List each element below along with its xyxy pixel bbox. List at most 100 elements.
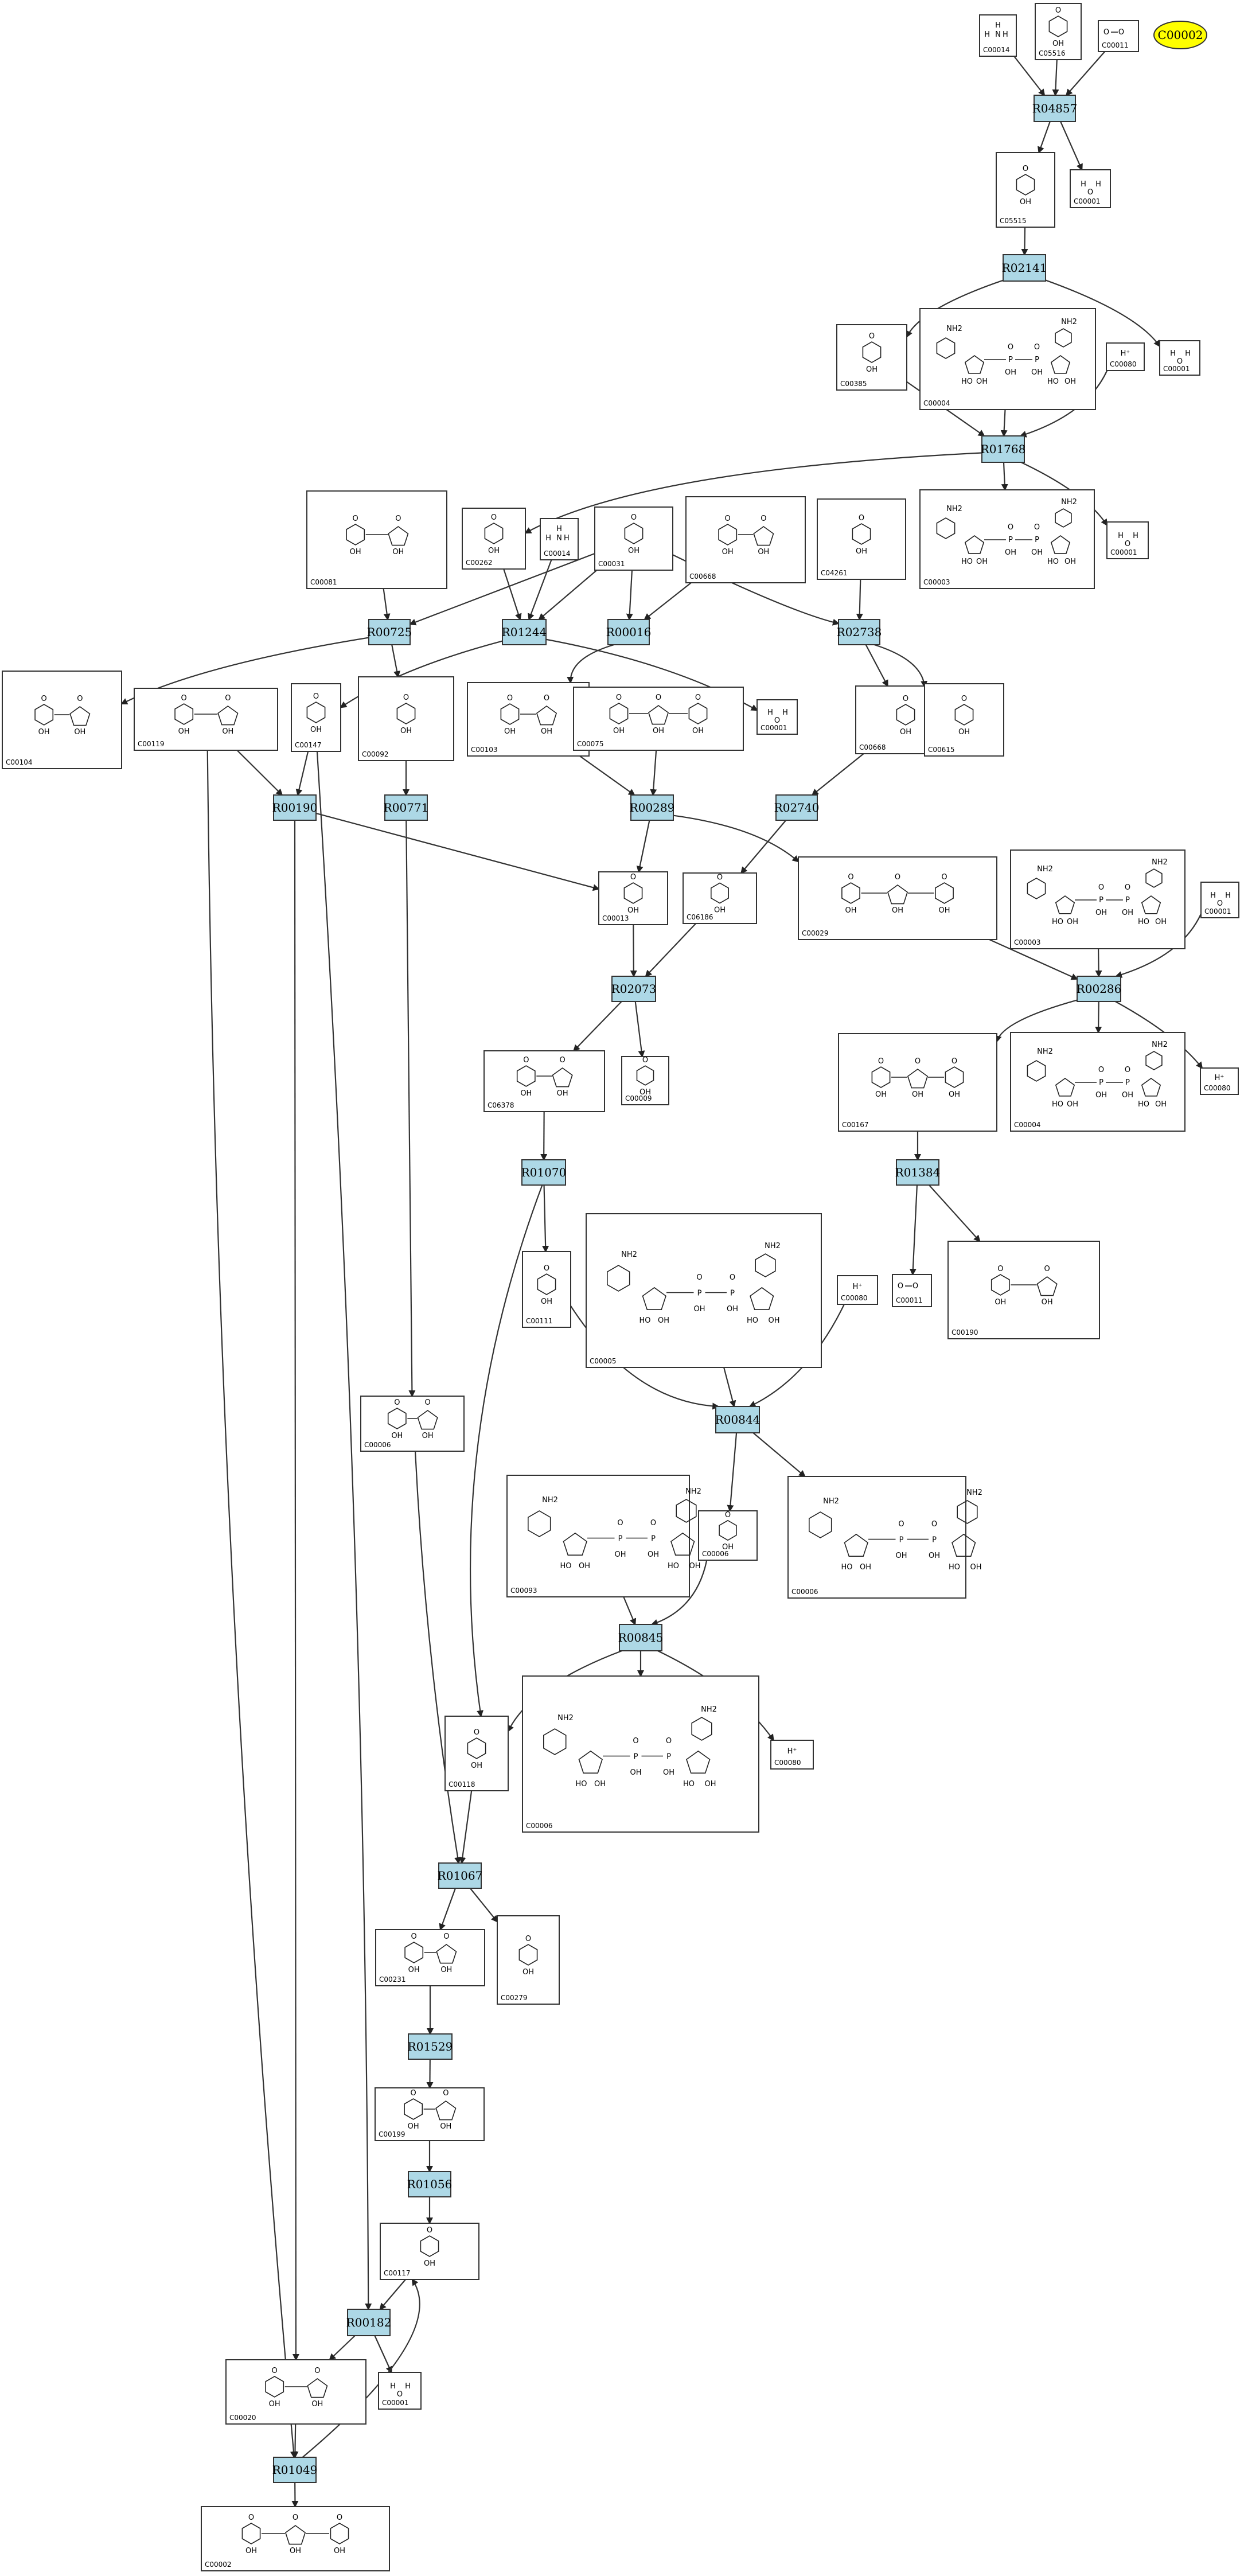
reaction-r01056[interactable]: R01056 xyxy=(407,2171,453,2197)
compound-id: C00104 xyxy=(6,758,33,766)
reaction-r02073[interactable]: R02073 xyxy=(611,976,657,1002)
atom-label: HO xyxy=(961,377,973,386)
reaction-r00286[interactable]: R00286 xyxy=(1077,976,1122,1002)
reaction-r00725[interactable]: R00725 xyxy=(367,619,412,645)
reaction-r01070[interactable]: R01070 xyxy=(521,1159,567,1186)
reaction-r00182[interactable]: R00182 xyxy=(346,2309,392,2336)
edge-c4-R02141 xyxy=(1021,227,1028,256)
reaction-r00845[interactable]: R00845 xyxy=(618,1624,664,1651)
compound-id: C00001 xyxy=(761,724,787,732)
reaction-label: R00845 xyxy=(618,1631,664,1644)
atom-label: P xyxy=(932,1536,937,1545)
reaction-r01768[interactable]: R01768 xyxy=(981,435,1026,463)
reaction-r01384[interactable]: R01384 xyxy=(895,1159,941,1186)
atom-label: OH xyxy=(424,2259,435,2268)
reaction-r04857[interactable]: R04857 xyxy=(1032,95,1078,122)
compound-id: C00009 xyxy=(625,1094,652,1102)
seed-label: C00002 xyxy=(1158,28,1203,42)
seed-compound-node[interactable]: C00002 xyxy=(1153,21,1207,49)
reaction-r02740[interactable]: R02740 xyxy=(774,794,820,821)
atom-label: O xyxy=(696,1273,702,1282)
reaction-r01067[interactable]: R01067 xyxy=(438,1862,483,1889)
compound-c00080[interactable]: H⁺C00080 xyxy=(770,1740,814,1770)
atom-label: O xyxy=(560,1056,566,1065)
reaction-r00190[interactable]: R00190 xyxy=(272,794,318,821)
structure-sketch: OOH xyxy=(396,693,416,735)
reaction-r02738[interactable]: R02738 xyxy=(837,619,882,645)
reaction-r00289[interactable]: R00289 xyxy=(630,794,675,821)
reaction-r01529[interactable]: R01529 xyxy=(408,2033,453,2060)
edge-R00289-c27 xyxy=(636,820,650,873)
atom-label: HO xyxy=(575,1780,587,1788)
atom-label: OH xyxy=(995,1298,1006,1307)
compound-id: C06378 xyxy=(488,1101,514,1109)
reaction-r01244[interactable]: R01244 xyxy=(502,619,547,645)
compound-c00080[interactable]: H⁺C00080 xyxy=(837,1275,878,1305)
compound-c00080[interactable]: H⁺C00080 xyxy=(1106,342,1145,371)
reaction-r02141[interactable]: R02141 xyxy=(1002,254,1047,282)
reaction-r00016[interactable]: R00016 xyxy=(606,619,652,645)
compound-c00080[interactable]: H⁺C00080 xyxy=(1200,1067,1239,1095)
reaction-r00771[interactable]: R00771 xyxy=(384,794,429,821)
atom-label: O xyxy=(1177,357,1183,366)
atom-label: NH2 xyxy=(1037,865,1053,874)
reaction-r00844[interactable]: R00844 xyxy=(715,1406,761,1433)
reaction-r01049[interactable]: R01049 xyxy=(272,2457,318,2483)
atom-label: OH xyxy=(949,1090,960,1099)
edge-c15-R02738 xyxy=(856,579,863,621)
